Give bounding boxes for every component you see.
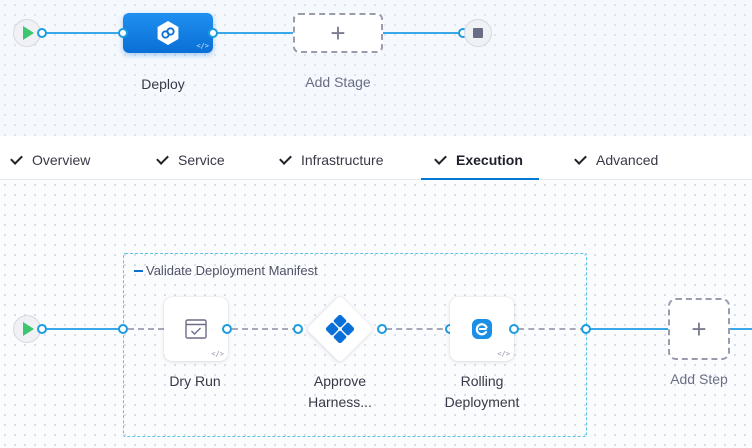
check-icon xyxy=(10,152,23,165)
step-rolling-deployment[interactable]: </> xyxy=(450,297,514,361)
stage-tabs: Overview Service Infrastructure Executio… xyxy=(0,140,752,180)
approval-icon xyxy=(326,315,354,343)
check-icon xyxy=(434,152,447,165)
add-step-label: Add Step xyxy=(654,369,744,390)
connector-line xyxy=(232,328,298,330)
check-icon xyxy=(156,152,169,165)
connector-port xyxy=(581,324,591,334)
collapse-icon[interactable] xyxy=(134,270,143,272)
plus-icon: + xyxy=(330,18,345,49)
rolling-deployment-icon xyxy=(470,317,494,341)
plus-icon: + xyxy=(691,314,706,345)
connector-line xyxy=(518,328,586,330)
connector-line xyxy=(128,328,164,330)
connector-line xyxy=(586,328,668,330)
step-approve-harness[interactable] xyxy=(308,297,372,361)
connector-port xyxy=(208,28,218,38)
connector-port xyxy=(509,324,519,334)
check-icon xyxy=(279,152,292,165)
connector-line xyxy=(42,32,123,34)
add-stage-button[interactable]: + xyxy=(293,13,383,53)
tab-overview[interactable]: Overview xyxy=(11,140,90,180)
connector-line xyxy=(213,32,293,34)
yaml-code-icon: </> xyxy=(211,350,224,358)
step-label-rolling-line2: Deployment xyxy=(427,392,537,413)
connector-line xyxy=(730,328,752,330)
step-dry-run[interactable]: </> xyxy=(164,297,228,361)
step-label-rolling-line1: Rolling xyxy=(437,371,527,392)
connector-port xyxy=(222,324,232,334)
deploy-stage-icon xyxy=(155,20,181,46)
connector-line xyxy=(42,328,123,330)
play-icon xyxy=(23,322,34,336)
play-icon xyxy=(23,26,34,40)
step-group-title: Validate Deployment Manifest xyxy=(146,263,318,278)
tab-infrastructure[interactable]: Infrastructure xyxy=(280,140,383,180)
step-label-approve-line2: Harness... xyxy=(293,392,387,413)
tab-service[interactable]: Service xyxy=(157,140,225,180)
pipeline-end-button[interactable] xyxy=(464,19,492,47)
connector-port xyxy=(118,28,128,38)
connector-port xyxy=(293,324,303,334)
check-icon xyxy=(574,152,587,165)
connector-port xyxy=(37,28,47,38)
tab-execution[interactable]: Execution xyxy=(435,140,523,180)
connector-port xyxy=(377,324,387,334)
add-stage-label: Add Stage xyxy=(288,72,388,93)
tab-advanced[interactable]: Advanced xyxy=(575,140,658,180)
step-label-dry-run: Dry Run xyxy=(150,371,240,392)
stage-label-deploy: Deploy xyxy=(123,74,203,95)
step-label-approve-line1: Approve xyxy=(293,371,387,392)
connector-port xyxy=(118,324,128,334)
stage-deploy[interactable]: </> xyxy=(123,13,213,53)
stop-icon xyxy=(473,28,483,38)
yaml-code-icon: </> xyxy=(497,350,510,358)
yaml-code-icon: </> xyxy=(196,42,209,50)
connector-line xyxy=(383,32,463,34)
connector-port xyxy=(37,324,47,334)
add-step-button[interactable]: + xyxy=(668,298,730,360)
dry-run-icon xyxy=(185,319,207,339)
